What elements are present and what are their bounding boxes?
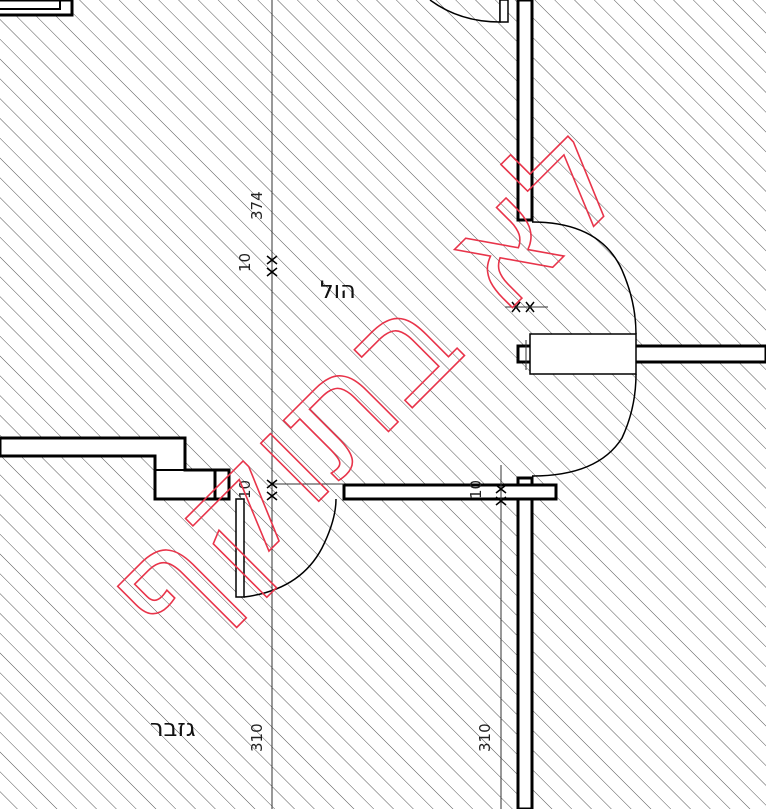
wall-top-left bbox=[0, 0, 74, 17]
wall-west-stepped bbox=[0, 436, 217, 501]
dim-310-left: 310 bbox=[248, 723, 266, 752]
door-arc-right-lower bbox=[531, 373, 637, 477]
door-arc-right-upper bbox=[531, 221, 637, 335]
door-leaf-top bbox=[499, 0, 509, 23]
room-label-cashier: גזבר bbox=[150, 714, 196, 742]
wall-top-left-inner bbox=[0, 0, 61, 10]
dim-374: 374 bbox=[248, 191, 266, 220]
wall-right-upper bbox=[516, 0, 534, 222]
wall-right-lower bbox=[516, 476, 534, 809]
door-arc-corridor bbox=[243, 498, 337, 598]
wall-east-stub bbox=[529, 333, 637, 375]
door-leaf-corridor bbox=[235, 498, 245, 598]
room-label-hall: הול bbox=[320, 276, 356, 304]
dim-10-left: 10 bbox=[236, 480, 254, 499]
wall-corridor-right bbox=[342, 483, 558, 501]
dim-10-top: 10 bbox=[236, 253, 254, 272]
dim-310-right: 310 bbox=[476, 723, 494, 752]
dim-10-right: 10 bbox=[467, 480, 485, 499]
